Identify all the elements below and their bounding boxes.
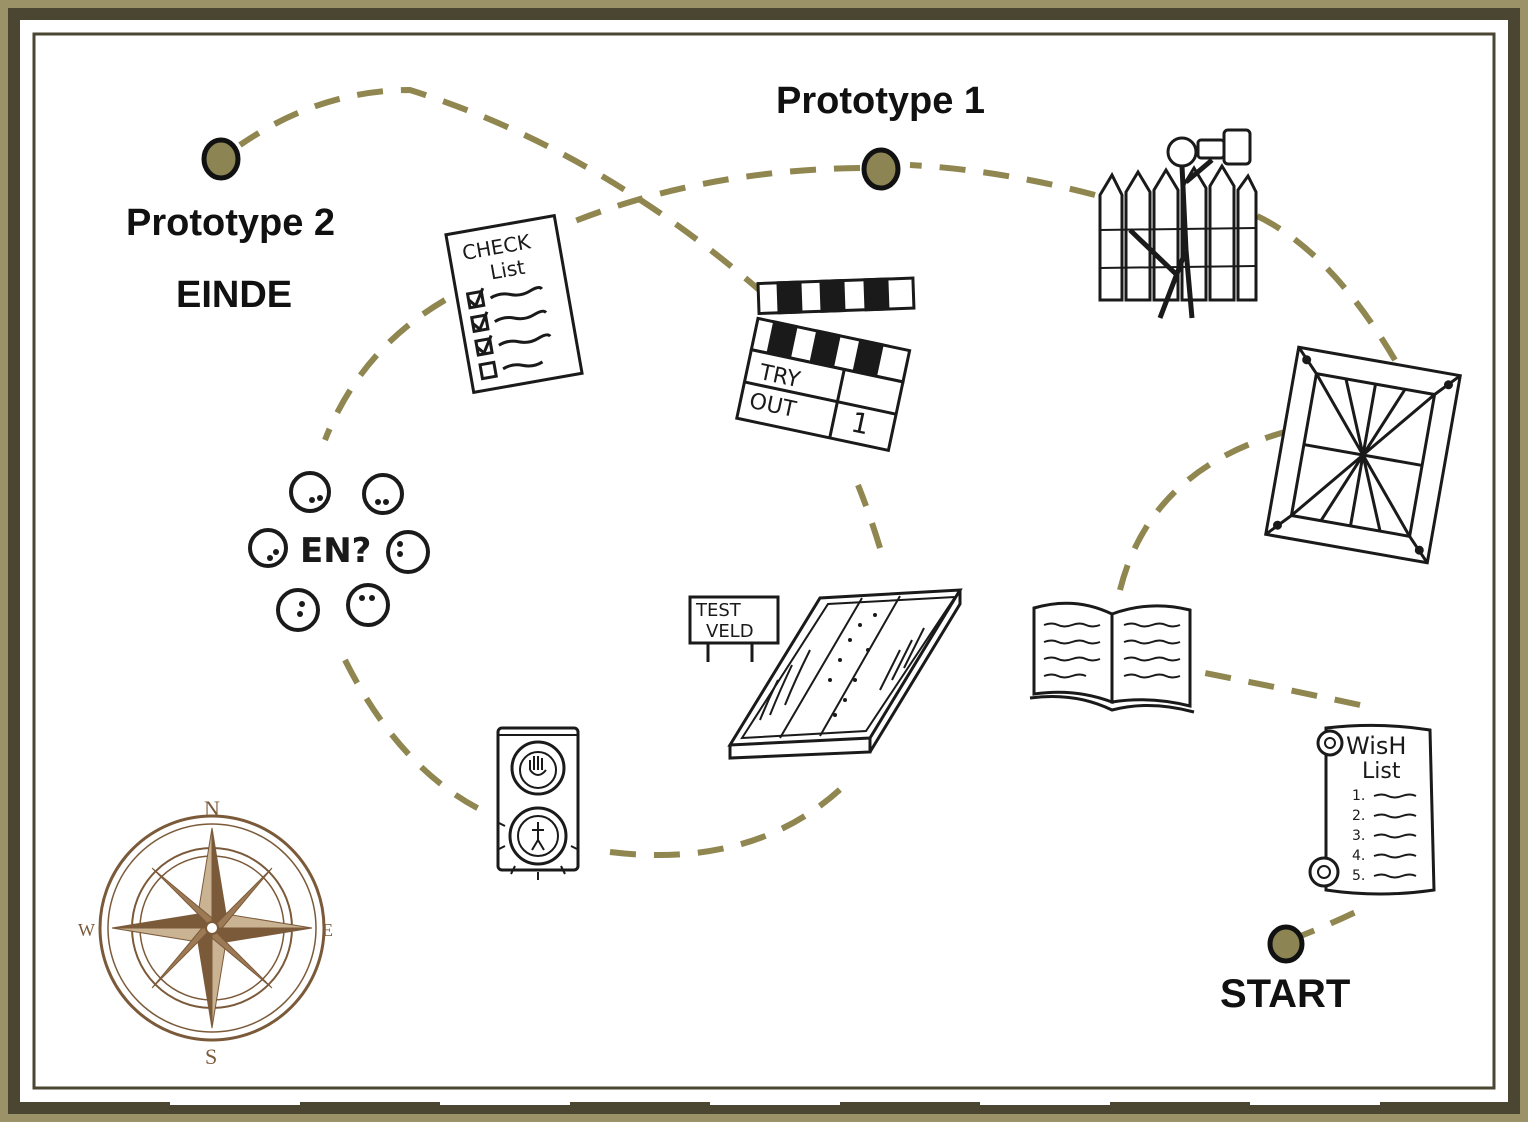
wishlist-item-3: 3. [1352, 828, 1365, 844]
wishlist-item-4: 4. [1352, 848, 1365, 864]
wishlist-item-2: 2. [1352, 808, 1365, 824]
path-clapper-p2 [238, 86, 767, 298]
compass-east: E [322, 920, 333, 940]
compass-rose: N S E W [78, 796, 333, 1069]
milestones [201, 137, 1305, 964]
label-start: START [1220, 972, 1351, 1016]
path-book-frame [1117, 429, 1286, 591]
question-text: EN? [300, 531, 371, 571]
test-field-line2: VELD [706, 621, 754, 642]
milestone-prototype-2 [201, 137, 241, 181]
path-p1-checklist [563, 165, 861, 228]
milestone-prototype-1 [861, 147, 901, 191]
compass-north: N [204, 796, 220, 821]
milestone-start [1267, 924, 1305, 964]
compass-south: S [205, 1044, 217, 1069]
wishlist-subtitle: List [1362, 759, 1401, 784]
wishlist-title: WisH [1346, 732, 1406, 760]
label-einde: EINDE [176, 274, 293, 316]
frame-sketch [1264, 345, 1462, 565]
wishlist-item-5: 5. [1352, 868, 1365, 884]
open-book-sketch [1029, 601, 1195, 714]
fence-lookout-sketch [1098, 128, 1258, 319]
wishlist-scroll-sketch: WisH List 1. 2. 3. 4. 5. [1308, 723, 1436, 896]
path-frame-fence [1253, 212, 1398, 362]
path-question-light [342, 658, 487, 815]
test-field-line1: TEST [695, 600, 742, 621]
clapperboard-sketch: TRY OUT 1 [735, 276, 916, 453]
question-group-sketch: EN? [248, 471, 430, 632]
path-fence-p1 [909, 162, 1096, 198]
path-light-field [609, 777, 853, 858]
path-checklist-question [322, 297, 447, 442]
test-field-sketch: TEST VELD [688, 588, 963, 760]
label-prototype-2: Prototype 2 [126, 202, 336, 244]
compass-west: W [78, 920, 95, 940]
path-wishlist-book [1199, 669, 1361, 708]
path-field-clapper [855, 483, 883, 549]
traffic-light-sketch [496, 726, 580, 880]
label-prototype-1: Prototype 1 [776, 80, 986, 122]
checklist-sketch: CHECK List [444, 213, 584, 395]
wishlist-item-1: 1. [1352, 788, 1365, 804]
